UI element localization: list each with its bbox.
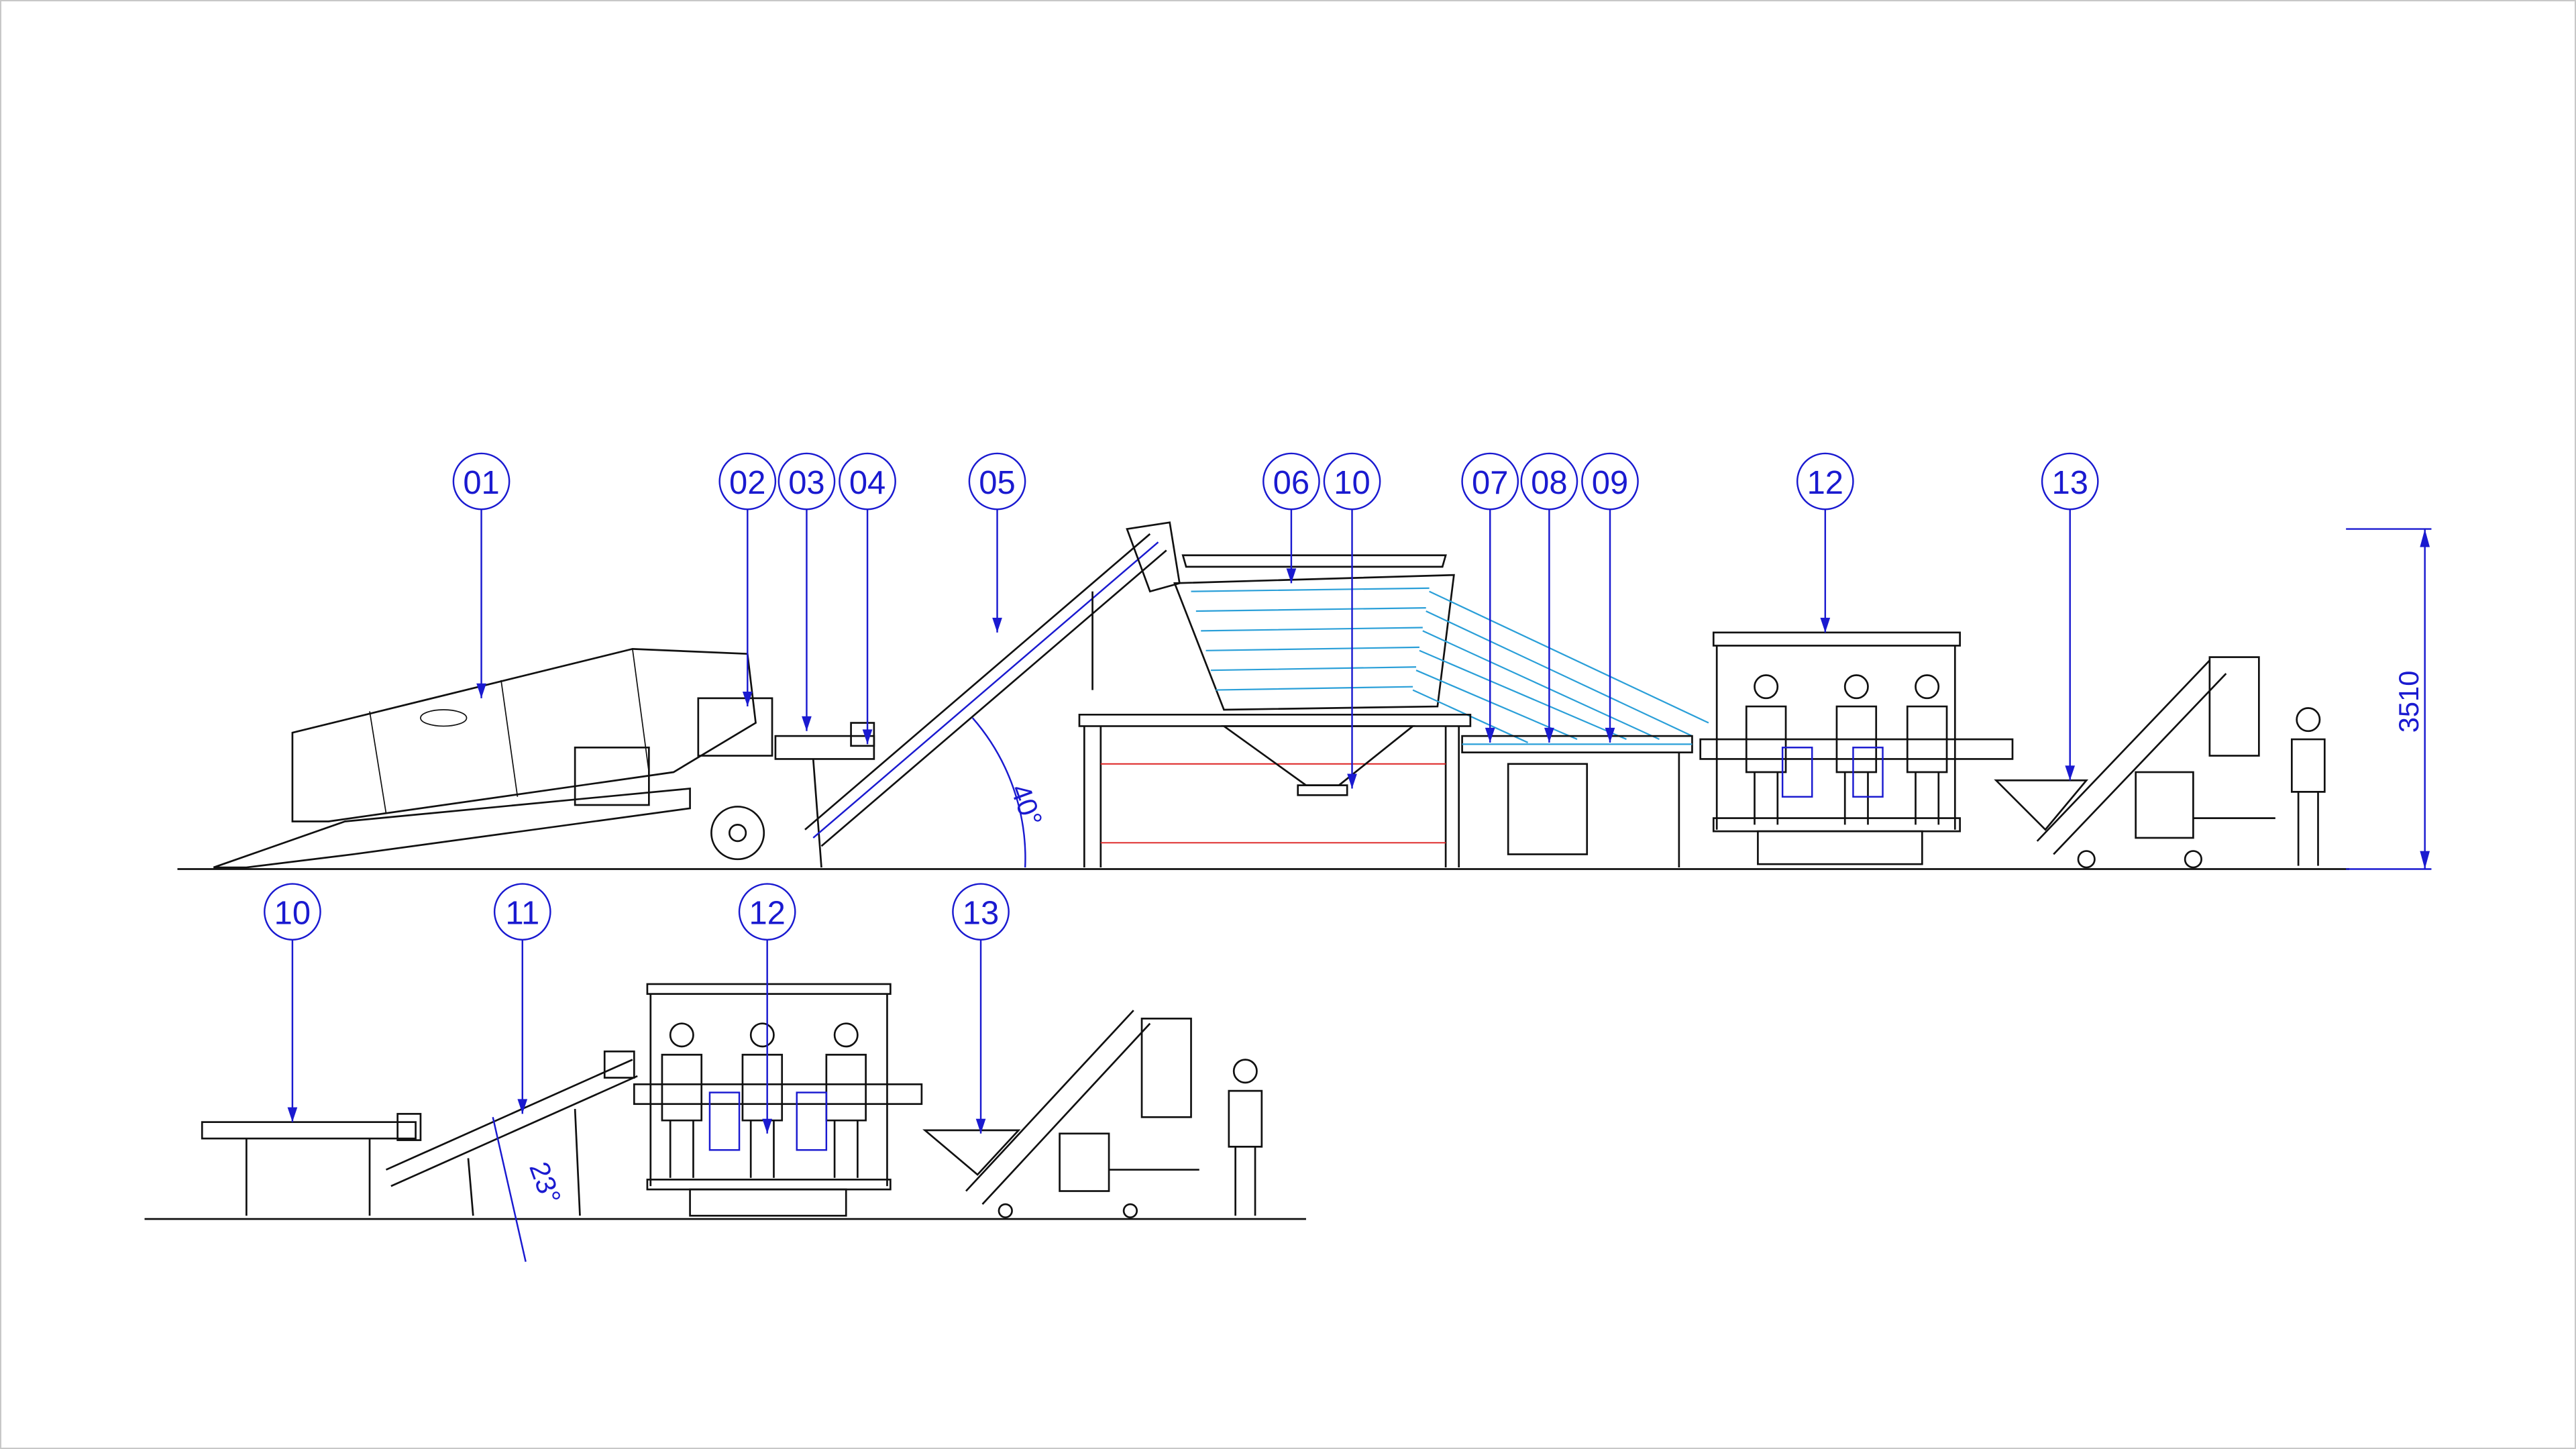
balloon-circle [1323, 452, 1381, 511]
balloon-label: 13 [963, 896, 999, 932]
angle-arc-40 [971, 717, 1026, 868]
balloon-circle [968, 452, 1026, 511]
top-item-balloon: 01 [452, 452, 511, 698]
balloon-circle [839, 452, 896, 511]
leader-arrow-icon [992, 617, 1002, 633]
balloon-circle [2041, 452, 2099, 511]
top-item-balloon: 07 [1461, 452, 1519, 743]
bottom-item-balloon: 12 [738, 883, 796, 1134]
leader-arrow-icon [1286, 568, 1297, 584]
balloon-label: 10 [1334, 465, 1370, 501]
leader-arrow-icon [742, 692, 753, 707]
leader-arrow-icon [1485, 727, 1495, 743]
top-item-balloon: 09 [1581, 452, 1639, 743]
height-dimension-label: 3510 [2393, 671, 2424, 733]
incline-conveyor [385, 1051, 638, 1216]
balloon-label: 08 [1531, 465, 1567, 501]
sizer-machine [1078, 554, 1709, 868]
balloon-label: 05 [979, 465, 1015, 501]
bagging-elevator [1994, 656, 2275, 869]
leader-arrow-icon [1347, 773, 1357, 789]
balloon-circle [952, 883, 1010, 941]
balloon-circle [1520, 452, 1578, 511]
leader-arrow-icon [1544, 727, 1554, 743]
leader-arrow-icon [862, 729, 873, 745]
balloon-label: 07 [1472, 465, 1508, 501]
roller-conveyor [201, 1113, 422, 1216]
balloon-label: 04 [849, 465, 885, 501]
top-item-balloon: 03 [777, 452, 836, 731]
bottom-item-balloon: 11 [493, 883, 551, 1114]
balloon-label: 01 [463, 465, 499, 501]
cleaner-unit [774, 722, 875, 868]
top-item-balloon: 02 [718, 452, 777, 707]
inspection-table [1699, 631, 2014, 865]
bagging-elevator-bottom [922, 1010, 1199, 1219]
balloon-label: 10 [274, 896, 311, 932]
elevator-conveyor [804, 521, 1181, 847]
balloon-label: 03 [788, 465, 824, 501]
balloon-circle [493, 883, 551, 941]
leader-arrow-icon [762, 1118, 773, 1134]
top-item-balloon: 04 [839, 452, 896, 745]
leader-arrow-icon [517, 1099, 528, 1114]
balloon-circle [1796, 452, 1854, 511]
top-item-balloon: 13 [2041, 452, 2099, 781]
balloon-label: 12 [1807, 465, 1843, 501]
balloon-circle [1581, 452, 1639, 511]
balloon-circle [264, 883, 321, 941]
leader-arrow-icon [2065, 765, 2076, 781]
height-dimension [2346, 528, 2432, 870]
receiving-hopper [213, 647, 773, 869]
balloon-label: 06 [1273, 465, 1309, 501]
top-item-balloon: 10 [1323, 452, 1381, 789]
item-balloons: 01 02 03 04 05 06 10 07 08 09 12 13 10 11 12 13 [264, 452, 2099, 1134]
balloon-label: 12 [749, 896, 785, 932]
balloon-circle [777, 452, 836, 511]
angle-label-23: 23° [523, 1158, 568, 1208]
leader-arrow-icon [1605, 727, 1615, 743]
balloon-circle [738, 883, 796, 941]
balloon-circle [452, 452, 511, 511]
person-figure-bottom [1228, 1059, 1263, 1216]
leader-arrow-icon [1820, 617, 1831, 633]
leader-arrow-icon [476, 683, 486, 698]
bottom-item-balloon: 10 [264, 883, 321, 1122]
balloon-circle [1263, 452, 1320, 511]
balloon-label: 11 [505, 896, 539, 932]
discharge-conveyor [1461, 735, 1693, 868]
leader-arrow-icon [802, 716, 812, 731]
angle-leader-23 [492, 1117, 527, 1263]
balloon-label: 13 [2051, 465, 2088, 501]
top-item-balloon: 12 [1796, 452, 1854, 633]
inspection-table-bottom [633, 983, 923, 1217]
bottom-item-balloon: 13 [952, 883, 1010, 1134]
leader-arrow-icon [287, 1107, 298, 1122]
top-item-balloon: 08 [1520, 452, 1578, 743]
balloon-label: 09 [1592, 465, 1628, 501]
top-item-balloon: 05 [968, 452, 1026, 633]
balloon-circle [718, 452, 777, 511]
balloon-circle [1461, 452, 1519, 511]
balloon-label: 02 [729, 465, 765, 501]
leader-arrow-icon [975, 1118, 986, 1134]
top-item-balloon: 06 [1263, 452, 1320, 584]
person-figure [2290, 707, 2326, 866]
angle-label-40: 40° [1005, 780, 1049, 830]
